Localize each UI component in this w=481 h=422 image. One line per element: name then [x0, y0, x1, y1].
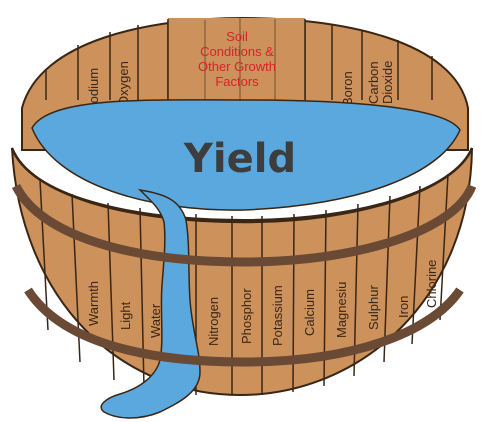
label-boron: Boron: [340, 71, 355, 106]
label-warmth: Warmth: [86, 281, 101, 326]
center-label-line-4: Factors: [215, 74, 259, 89]
label-iron: Iron: [396, 296, 411, 318]
label-oxygen: Oxygen: [116, 61, 131, 106]
label-potassium: Potassium: [270, 285, 285, 346]
label-chlorine: Chlorine: [424, 260, 439, 308]
yield-label: Yield: [183, 136, 296, 182]
label-carbon: Carbon: [366, 61, 381, 104]
label-dioxide: Dioxide: [380, 61, 395, 104]
label-calcium: Calcium: [302, 289, 317, 336]
label-water: Water: [148, 303, 163, 338]
center-label-line-2: Conditions &: [200, 44, 274, 59]
label-nitrogen: Nitrogen: [206, 297, 221, 346]
label-sulphur: Sulphur: [366, 285, 381, 330]
label-magnesium: Magnesiu: [334, 282, 349, 338]
label-phosphorus: Phosphor: [239, 288, 254, 344]
label-light: Light: [118, 301, 133, 330]
center-label-line-1: Soil: [226, 29, 248, 44]
center-label-line-3: Other Growth: [198, 59, 276, 74]
